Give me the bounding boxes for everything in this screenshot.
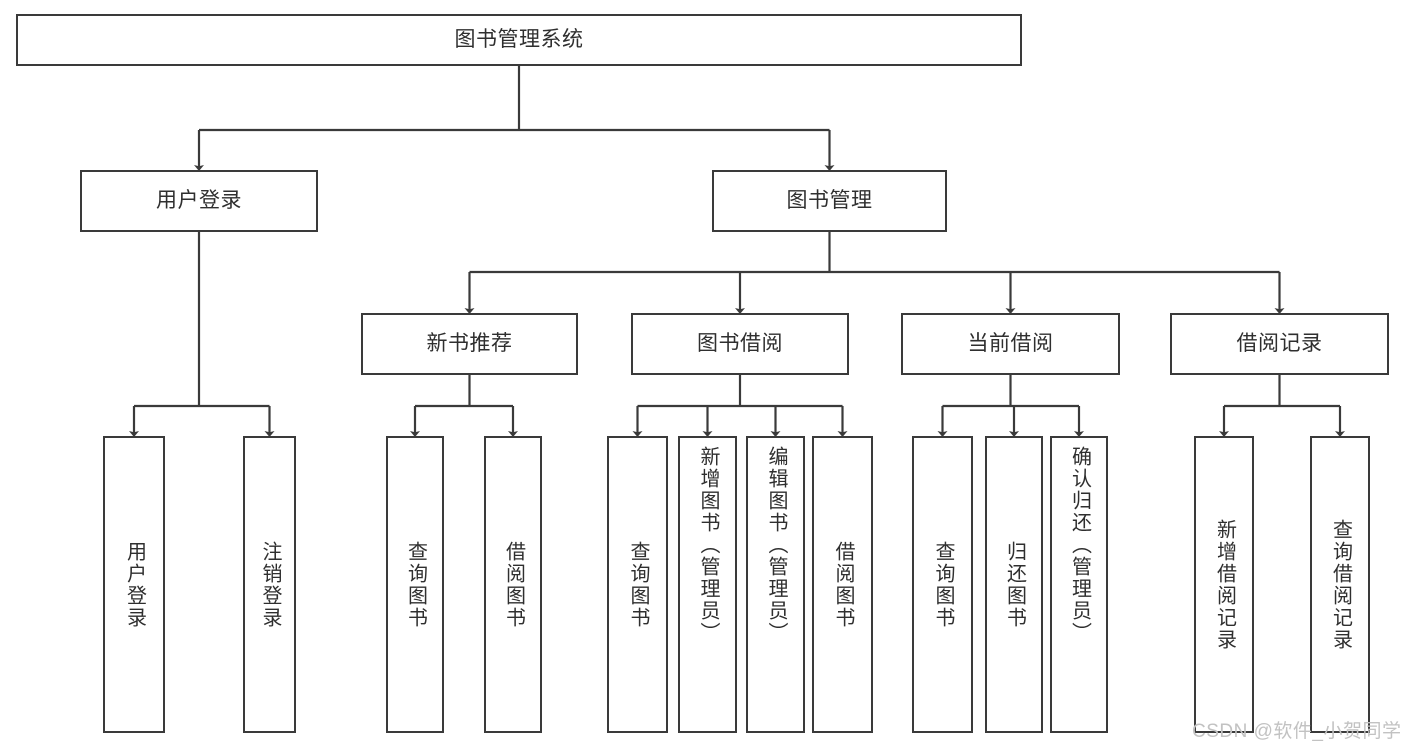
node-label: 图书借阅 [697,331,783,355]
node-label: 借阅图书 [502,540,525,629]
node-l2-login: 用户登录 [80,170,318,232]
node-leaf-confirm-return: 确认归还（管理员） [1050,436,1108,733]
csdn-watermark: CSDN @软件_小贺同学 [1192,721,1402,742]
node-label: 当前借阅 [967,331,1054,355]
node-l3-current: 当前借阅 [901,313,1120,375]
node-label: 查询图书 [627,540,649,629]
node-leaf-add-record: 新增借阅记录 [1194,436,1254,733]
node-leaf-borrow-book-1: 借阅图书 [484,436,542,733]
node-leaf-user-login: 用户登录 [103,436,165,733]
node-label: 新书推荐 [426,331,513,355]
node-label: 归还图书 [1003,540,1026,629]
node-leaf-query-book-3: 查询图书 [912,436,973,733]
node-label: 用户登录 [123,540,146,629]
node-label: 新增图书（管理员） [697,446,719,644]
node-label: 新增借阅记录 [1213,518,1236,651]
node-leaf-logout: 注销登录 [243,436,296,733]
node-label: 查询借阅记录 [1329,518,1352,651]
node-label: 借阅记录 [1236,331,1323,355]
node-root: 图书管理系统 [16,14,1022,66]
node-leaf-edit-book: 编辑图书（管理员） [746,436,805,733]
node-label: 查询图书 [404,540,427,629]
node-leaf-query-book-2: 查询图书 [607,436,668,733]
node-leaf-add-book: 新增图书（管理员） [678,436,737,733]
node-label: 确认归还（管理员） [1068,446,1091,644]
node-l3-borrow: 图书借阅 [631,313,849,375]
node-leaf-borrow-book-2: 借阅图书 [812,436,873,733]
node-label: 图书管理系统 [454,27,584,51]
node-l2-bookmgmt: 图书管理 [712,170,947,232]
node-l3-record: 借阅记录 [1170,313,1389,375]
node-label: 图书管理 [786,188,873,212]
node-label: 编辑图书（管理员） [765,446,787,644]
node-label: 查询图书 [932,540,954,629]
node-l3-newbook: 新书推荐 [361,313,578,375]
node-label: 注销登录 [259,540,281,629]
node-label: 借阅图书 [832,540,854,629]
node-label: 用户登录 [156,188,242,212]
node-leaf-query-book-1: 查询图书 [386,436,444,733]
node-leaf-return-book: 归还图书 [985,436,1043,733]
node-leaf-query-record: 查询借阅记录 [1310,436,1370,733]
